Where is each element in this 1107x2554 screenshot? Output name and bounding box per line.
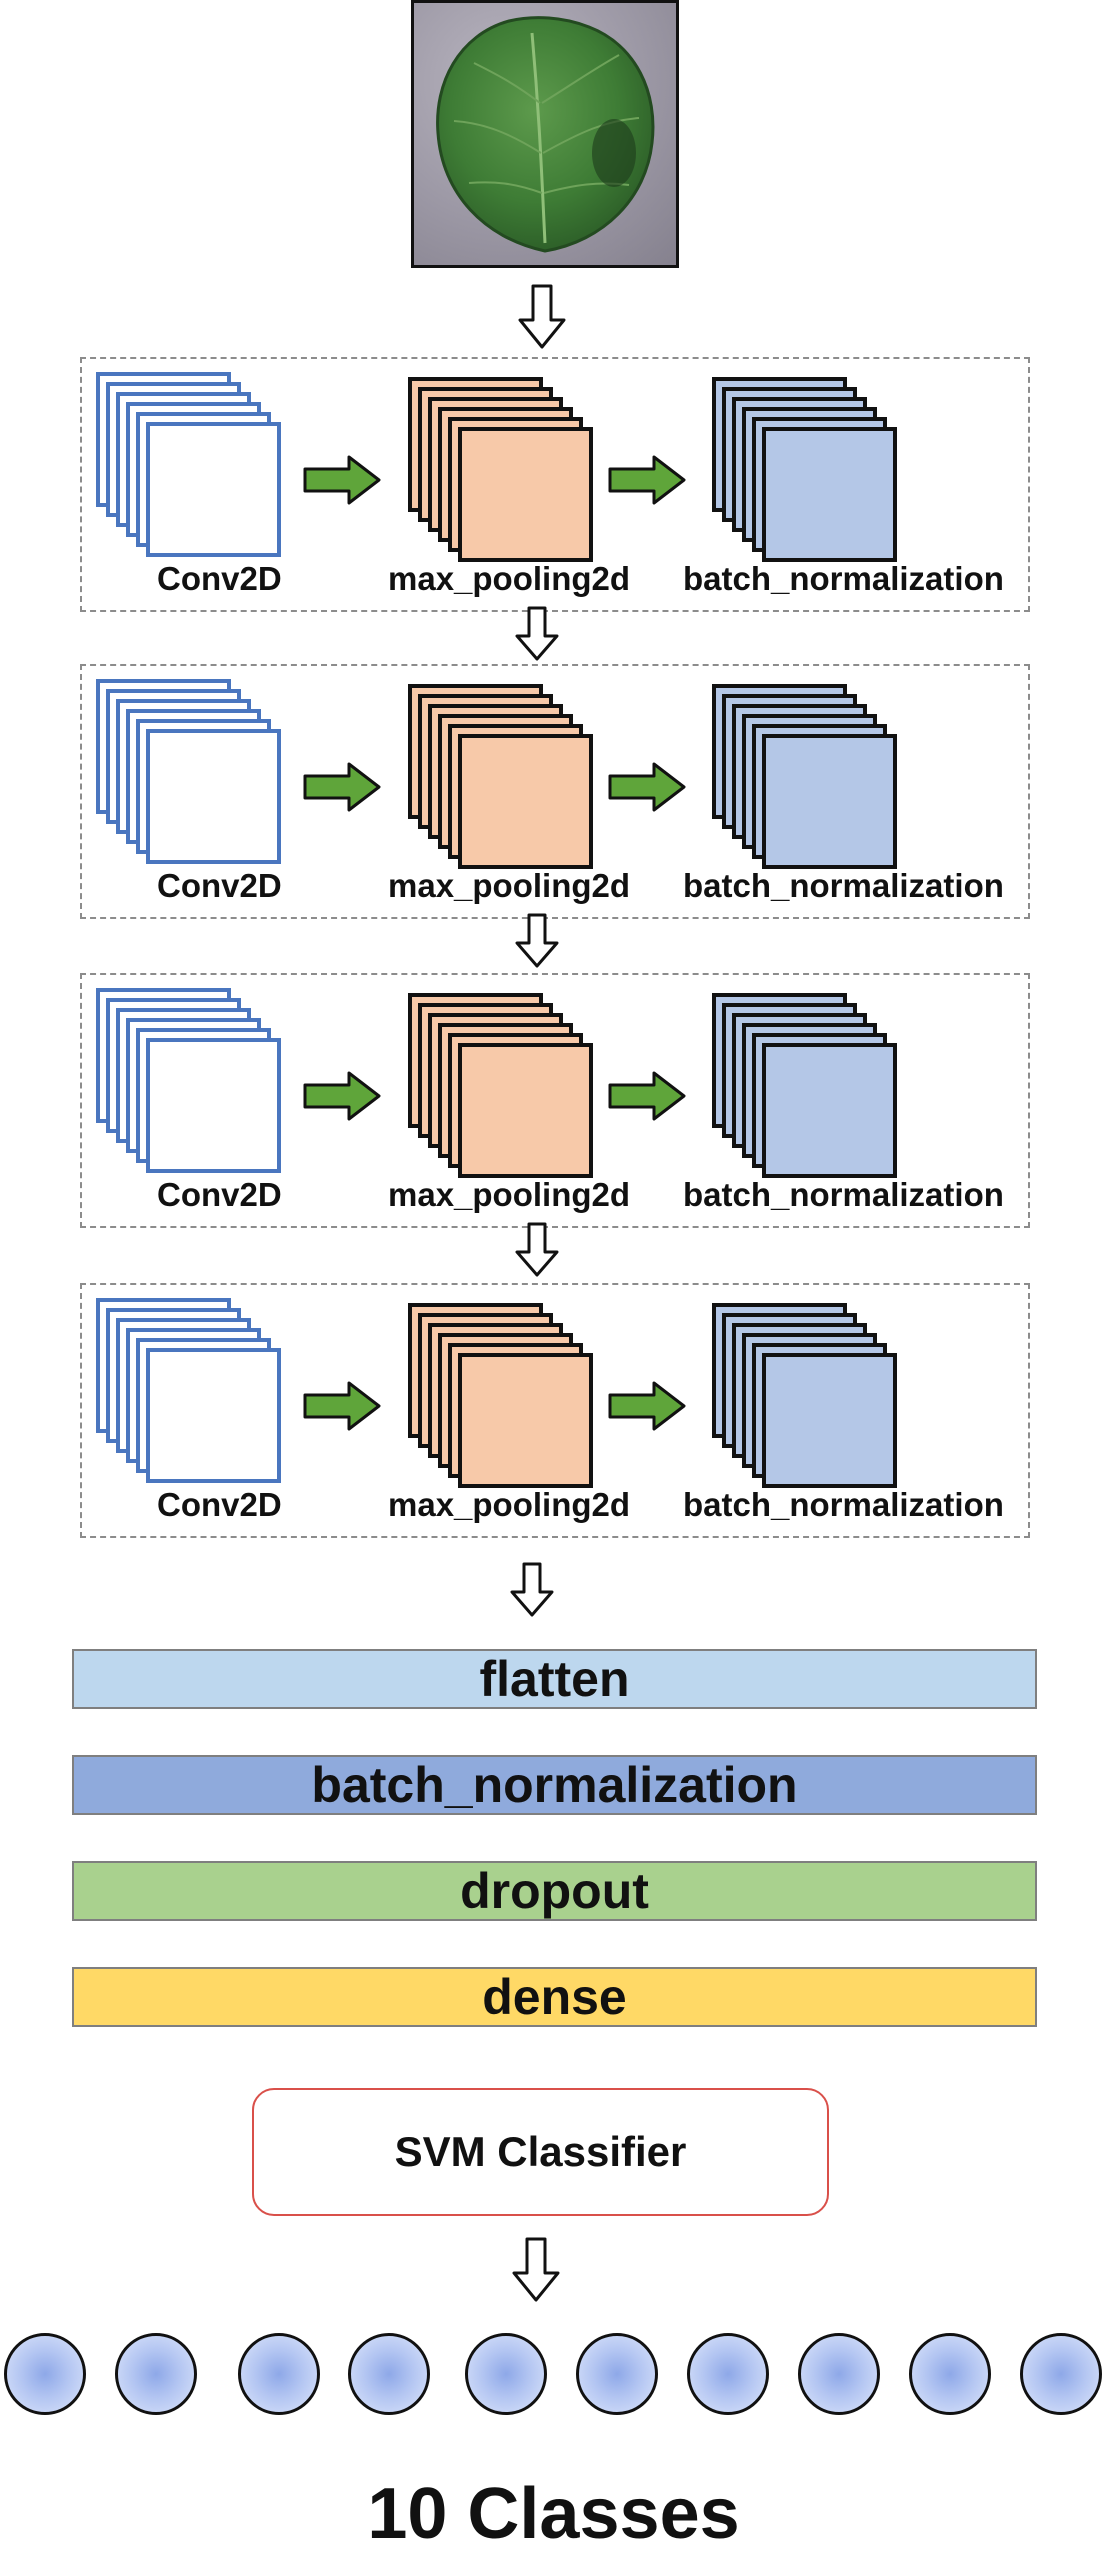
output-class-node bbox=[115, 2333, 197, 2415]
conv2d-label: Conv2D bbox=[157, 560, 282, 597]
output-class-node bbox=[4, 2333, 86, 2415]
hollow-down-arrow-icon bbox=[518, 284, 566, 349]
output-class-node bbox=[238, 2333, 320, 2415]
feature-map-layer bbox=[762, 734, 897, 869]
feature-map-layer bbox=[458, 427, 593, 562]
output-class-node bbox=[798, 2333, 880, 2415]
output-class-node bbox=[465, 2333, 547, 2415]
conv2d-label: Conv2D bbox=[157, 1176, 282, 1213]
conv-block-4 bbox=[80, 1283, 1030, 1538]
batch-normalization-label: batch_normalization bbox=[683, 1486, 1004, 1523]
output-class-node bbox=[576, 2333, 658, 2415]
feature-map-layer bbox=[458, 1043, 593, 1178]
max-pooling2d-label: max_pooling2d bbox=[388, 1486, 631, 1523]
green-right-arrow-icon bbox=[608, 455, 686, 505]
dropout-layer: dropout bbox=[72, 1861, 1037, 1921]
output-class-node bbox=[687, 2333, 769, 2415]
green-right-arrow-icon bbox=[608, 1381, 686, 1431]
output-class-node bbox=[1020, 2333, 1102, 2415]
green-right-arrow-icon bbox=[303, 762, 381, 812]
conv-block-3 bbox=[80, 973, 1030, 1228]
green-right-arrow-icon bbox=[303, 1071, 381, 1121]
input-leaf-image bbox=[411, 0, 679, 268]
svm-classifier-box: SVM Classifier bbox=[252, 2088, 829, 2216]
feature-map-layer bbox=[762, 427, 897, 562]
flatten-layer: flatten bbox=[72, 1649, 1037, 1709]
batch-normalization-label: batch_normalization bbox=[683, 560, 1004, 597]
output-class-node bbox=[348, 2333, 430, 2415]
conv2d-label: Conv2D bbox=[157, 1486, 282, 1523]
max-pooling2d-label: max_pooling2d bbox=[388, 1176, 631, 1213]
batch-normalization-label: batch_normalization bbox=[683, 867, 1004, 904]
max-pooling2d-label: max_pooling2d bbox=[388, 867, 631, 904]
feature-map-layer bbox=[762, 1043, 897, 1178]
feature-map-layer bbox=[146, 729, 281, 864]
hollow-down-arrow-icon bbox=[515, 1222, 559, 1277]
green-right-arrow-icon bbox=[303, 1381, 381, 1431]
hollow-down-arrow-icon bbox=[512, 2237, 560, 2302]
hollow-down-arrow-icon bbox=[510, 1562, 554, 1617]
feature-map-layer bbox=[146, 1038, 281, 1173]
green-right-arrow-icon bbox=[608, 1071, 686, 1121]
feature-map-layer bbox=[146, 1348, 281, 1483]
batch-normalization-label: batch_normalization bbox=[683, 1176, 1004, 1213]
dense-layer: dense bbox=[72, 1967, 1037, 2027]
max-pooling2d-label: max_pooling2d bbox=[388, 560, 631, 597]
classes-title: 10 Classes bbox=[367, 2474, 740, 2554]
batch-normalization-layer: batch_normalization bbox=[72, 1755, 1037, 1815]
hollow-down-arrow-icon bbox=[515, 606, 559, 661]
conv-block-1 bbox=[80, 357, 1030, 612]
feature-map-layer bbox=[762, 1353, 897, 1488]
green-right-arrow-icon bbox=[303, 455, 381, 505]
leaf-icon bbox=[436, 16, 655, 253]
green-right-arrow-icon bbox=[608, 762, 686, 812]
feature-map-layer bbox=[458, 1353, 593, 1488]
hollow-down-arrow-icon bbox=[515, 913, 559, 968]
conv-block-2 bbox=[80, 664, 1030, 919]
feature-map-layer bbox=[458, 734, 593, 869]
output-class-node bbox=[909, 2333, 991, 2415]
feature-map-layer bbox=[146, 422, 281, 557]
conv2d-label: Conv2D bbox=[157, 867, 282, 904]
